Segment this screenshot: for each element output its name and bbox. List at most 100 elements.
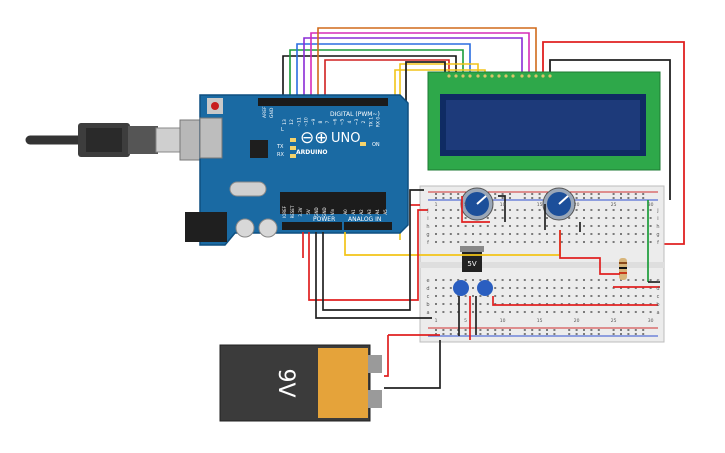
- power-pin-label: IOREF: [282, 205, 287, 218]
- power-pin-label: 3.3V: [298, 207, 303, 216]
- logo-symbol: ⊖⊕: [300, 128, 329, 148]
- analog-label: ANALOG IN: [348, 216, 381, 223]
- l-label: L: [281, 127, 284, 133]
- digital-header: [258, 98, 388, 106]
- usb-port: [199, 117, 223, 159]
- column-number: 15: [537, 318, 543, 324]
- model-label: UNO: [331, 131, 360, 146]
- row-letter: a: [426, 310, 429, 316]
- column-number: 5: [464, 202, 467, 208]
- power-header: [282, 222, 342, 230]
- column-number: 20: [574, 318, 580, 324]
- column-number: 5: [464, 318, 467, 324]
- regulator-label: 5V: [467, 260, 476, 268]
- digital-pin-label: ~3: [354, 119, 360, 126]
- power-label: POWER: [313, 216, 335, 223]
- arduino-power-wires: [302, 189, 441, 389]
- column-number: 30: [648, 202, 654, 208]
- rx-label: RX: [277, 152, 284, 158]
- potentiometer-2[interactable]: [542, 187, 576, 221]
- board-labels: ⊖⊕ ARDUINO UNO DIGITAL (PWM~) ANALOG IN …: [262, 106, 388, 223]
- analog-pin-label: A1: [351, 209, 356, 215]
- row-letter: f: [427, 240, 429, 246]
- analog-pin-label: A5: [383, 209, 388, 215]
- gnd-label: GND: [269, 107, 275, 118]
- digital-pin-label: ~9: [311, 119, 317, 126]
- row-letter: b: [426, 302, 429, 308]
- lcd-display: [427, 71, 661, 171]
- power-pin-label: 5V: [306, 209, 311, 215]
- row-letter: a: [656, 310, 659, 316]
- battery-9v: 9V: [219, 344, 382, 422]
- capacitor-1: [453, 280, 469, 296]
- column-number: 1: [435, 318, 438, 324]
- row-letter: g: [656, 232, 659, 238]
- digital-pin-label: 12: [289, 119, 295, 125]
- potentiometer-1[interactable]: [460, 187, 494, 221]
- row-letter: d: [426, 286, 429, 292]
- aref-label: AREF: [262, 106, 268, 118]
- analog-pin-label: A0: [343, 209, 348, 215]
- voltage-regulator: 5V: [460, 246, 484, 272]
- column-number: 1: [435, 202, 438, 208]
- digital-pin-label: ~6: [332, 119, 338, 126]
- tx-label: TX: [276, 144, 284, 150]
- power-pin-label: GND: [314, 207, 319, 216]
- digital-pin-label: 13: [282, 119, 288, 125]
- analog-header: [344, 222, 392, 230]
- column-number: 15: [537, 202, 543, 208]
- atmega-chip: [280, 192, 386, 214]
- power-pin-label: GND: [322, 207, 327, 216]
- column-number: 25: [611, 318, 617, 324]
- resistor: [619, 258, 627, 280]
- lcd-screen: [446, 100, 640, 150]
- digital-pin-label: 7: [325, 120, 331, 123]
- row-letter: d: [656, 286, 659, 292]
- digital-pin-label: 4: [347, 120, 353, 123]
- analog-pin-label: A2: [359, 209, 364, 215]
- row-letter: e: [656, 278, 659, 284]
- arduino-uno-board: [185, 94, 409, 246]
- lcd-pin-row: [447, 74, 552, 78]
- row-letter: j: [656, 208, 658, 214]
- row-letter: c: [427, 294, 430, 300]
- digital-pin-label: RX 0: [376, 117, 382, 128]
- digital-label: DIGITAL (PWM~): [330, 111, 380, 118]
- power-jack: [185, 212, 227, 242]
- breadboard-holes: [435, 193, 652, 335]
- digital-pin-label: 2: [361, 120, 367, 123]
- digital-pin-label: TX 1: [368, 117, 374, 128]
- usb-cable: [25, 119, 211, 161]
- row-letter: b: [656, 302, 659, 308]
- row-letter: i: [427, 216, 428, 222]
- column-number: 10: [500, 318, 506, 324]
- row-letter: e: [426, 278, 429, 284]
- breadboard-wires: [344, 195, 660, 340]
- row-letter: h: [656, 224, 659, 230]
- digital-pin-label: 8: [318, 120, 324, 123]
- column-number: 30: [648, 318, 654, 324]
- on-label: ON: [372, 142, 380, 148]
- analog-pin-label: A4: [375, 209, 380, 215]
- lcd-data-wires: [282, 27, 537, 240]
- row-letter: j: [426, 208, 428, 214]
- digital-pin-label: ~5: [340, 119, 346, 126]
- power-pin-label: RESET: [290, 205, 295, 218]
- digital-pin-label: ~10: [304, 117, 310, 127]
- row-letter: i: [657, 216, 658, 222]
- row-letter: h: [426, 224, 429, 230]
- row-letter: c: [657, 294, 660, 300]
- power-pin-label: Vin: [330, 208, 335, 215]
- brand-label: ARDUINO: [296, 149, 327, 156]
- column-number: 20: [574, 202, 580, 208]
- row-letter: f: [657, 240, 659, 246]
- column-number: 10: [500, 202, 506, 208]
- battery-label: 9V: [273, 368, 298, 397]
- column-number: 25: [611, 202, 617, 208]
- digital-pin-label: ~11: [296, 117, 302, 127]
